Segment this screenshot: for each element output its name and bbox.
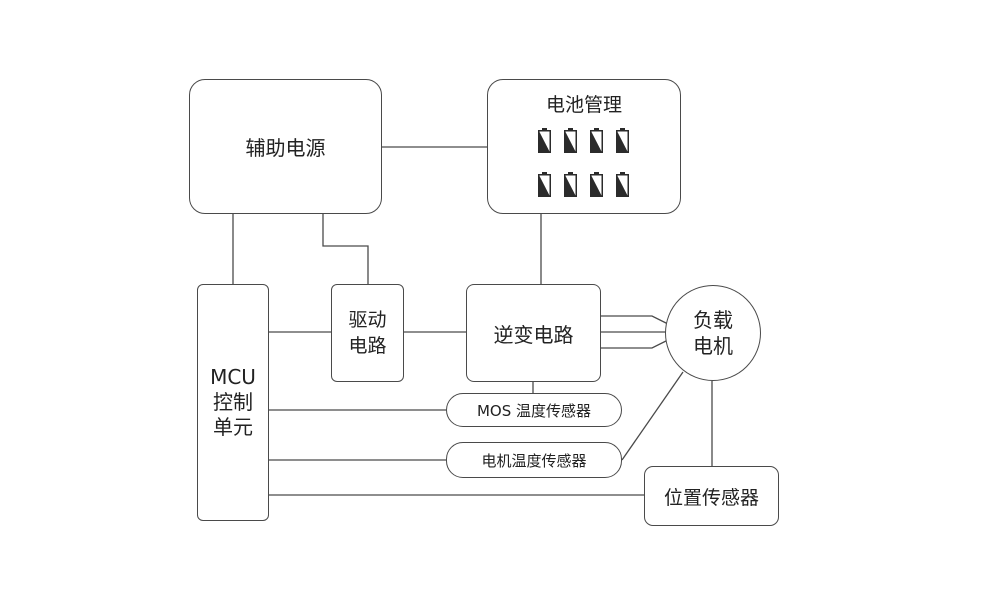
motor-temp-sensor-block: 电机温度传感器 <box>446 442 622 478</box>
driver-label-line2: 电路 <box>348 335 387 357</box>
battery-management-label: 电池管理 <box>545 94 622 116</box>
battery-cells-group <box>538 128 634 200</box>
battery-icon <box>564 128 577 153</box>
position-sensor-label: 位置传感器 <box>663 486 759 509</box>
inverter-label: 逆变电路 <box>493 322 574 347</box>
battery-management-block: 电池管理 <box>487 79 681 214</box>
aux-power-block: 辅助电源 <box>189 79 382 214</box>
battery-icon <box>538 172 551 197</box>
inverter-circuit-block: 逆变电路 <box>466 284 601 382</box>
aux-power-label: 辅助电源 <box>245 136 326 160</box>
mcu-label-line2: 控制 <box>213 390 253 414</box>
driver-circuit-block: 驱动 电路 <box>331 284 404 382</box>
battery-icon <box>538 128 551 153</box>
battery-icon <box>590 128 603 153</box>
mos-temp-sensor-block: MOS 温度传感器 <box>446 393 622 427</box>
mcu-label-line3: 单元 <box>213 415 253 439</box>
wire-aux-driver <box>322 213 369 285</box>
battery-icon <box>590 172 603 197</box>
battery-icon <box>564 172 577 197</box>
mcu-block: MCU 控制 单元 <box>197 284 269 521</box>
motor-label-line2: 电机 <box>693 334 733 358</box>
wire-motortemp-motor <box>621 371 684 461</box>
driver-label-line1: 驱动 <box>348 309 387 331</box>
wire-phase-c <box>600 339 669 349</box>
battery-icon <box>616 128 629 153</box>
battery-icon <box>616 172 629 197</box>
mcu-label-line1: MCU <box>210 365 256 389</box>
motor-temp-sensor-label: 电机温度传感器 <box>481 451 587 470</box>
motor-label-line1: 负载 <box>693 308 733 332</box>
position-sensor-block: 位置传感器 <box>644 466 779 526</box>
load-motor-circle: 负载 电机 <box>665 285 761 381</box>
mos-temp-sensor-label: MOS 温度传感器 <box>476 401 592 420</box>
wire-phase-a <box>600 315 669 325</box>
